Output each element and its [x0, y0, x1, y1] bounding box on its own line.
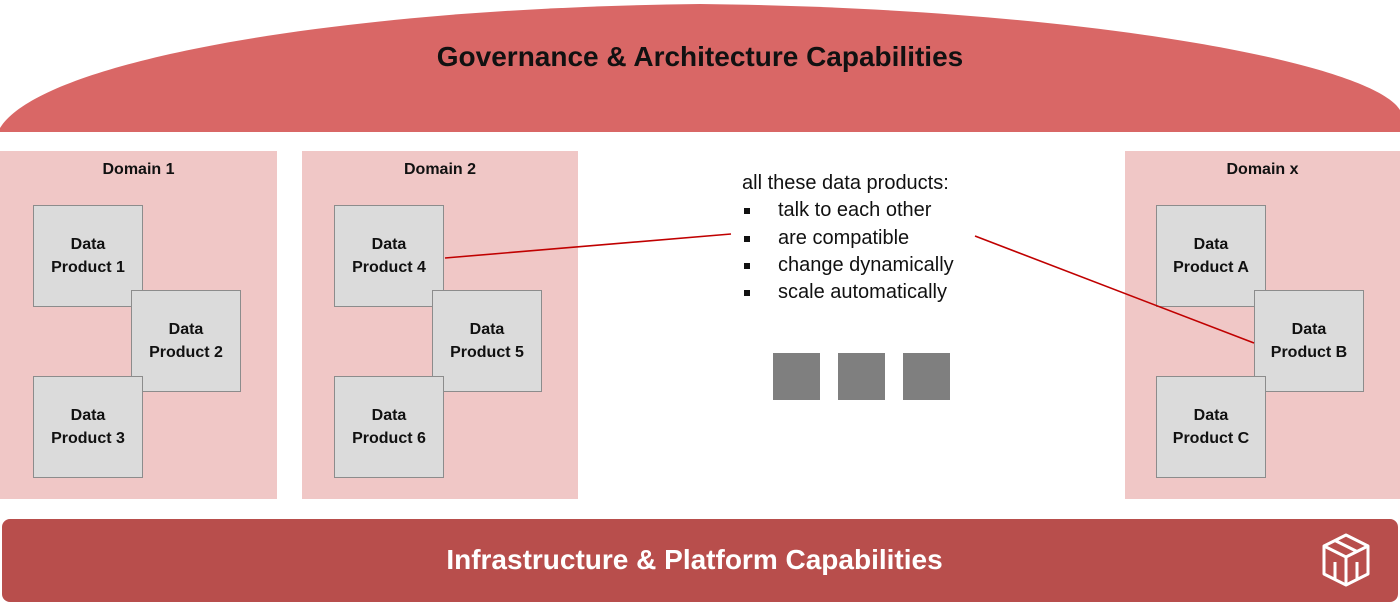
notes-item: change dynamically	[742, 252, 954, 279]
domain-x-title: Domain x	[1226, 161, 1299, 178]
data-products-notes: all these data products: talk to each ot…	[742, 170, 954, 306]
notes-item: scale automatically	[742, 279, 954, 306]
notes-item: talk to each other	[742, 197, 954, 224]
governance-title: Governance & Architecture Capabilities	[436, 41, 964, 72]
notes-intro: all these data products:	[742, 172, 949, 194]
infrastructure-title: Infrastructure & Platform Capabilities	[446, 544, 943, 575]
ellipsis-square-1	[773, 353, 820, 400]
ellipsis-square-2	[838, 353, 885, 400]
ellipsis-square-3	[903, 353, 950, 400]
notes-list: talk to each other are compatible change…	[742, 197, 954, 306]
domain-1-title: Domain 1	[102, 161, 175, 178]
governance-dome	[0, 4, 1400, 132]
domain-2-title: Domain 2	[403, 161, 476, 178]
cube-logo-icon	[1322, 533, 1370, 587]
infrastructure-bar: Infrastructure & Platform Capabilities	[2, 519, 1398, 602]
notes-item: are compatible	[742, 225, 954, 252]
